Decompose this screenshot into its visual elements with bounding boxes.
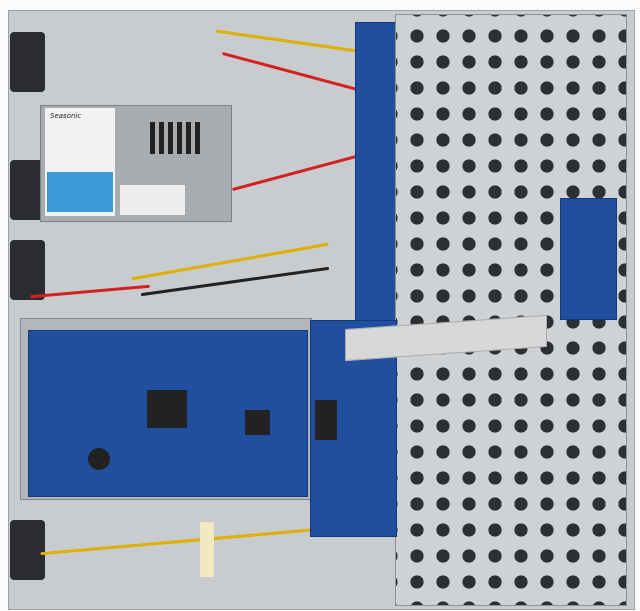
psu-sticker: [120, 185, 185, 215]
fan: [10, 240, 45, 300]
fan: [10, 32, 45, 92]
cpu-chip: [147, 390, 187, 428]
backplane-board: [355, 22, 397, 324]
cable-tie: [200, 522, 214, 577]
sata-connector: [315, 400, 337, 440]
controller-chip: [245, 410, 270, 435]
brand-logo: Seasonic: [50, 112, 82, 120]
fan: [10, 520, 45, 580]
psu-warning-label: [47, 172, 113, 212]
fan: [10, 160, 45, 220]
led-board: [560, 198, 617, 320]
psu-vents: [150, 122, 200, 154]
connector: [88, 448, 110, 470]
